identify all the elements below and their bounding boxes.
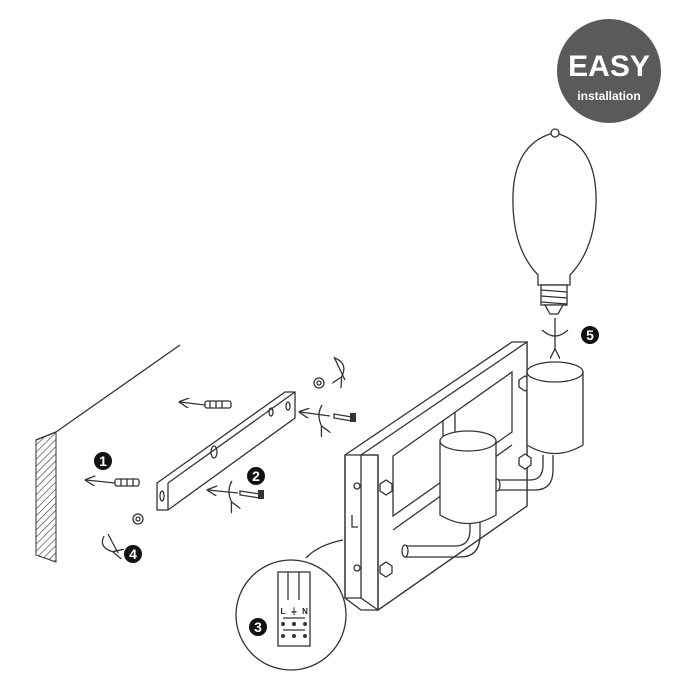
terminal-label-live: L — [281, 607, 286, 616]
step-2: 2 — [247, 467, 265, 485]
screw-bottom — [208, 480, 264, 503]
wall-dowel-bottom — [86, 479, 140, 487]
step-3-number: 3 — [254, 619, 262, 635]
mounting-bracket — [156, 391, 296, 511]
terminal-label-neutral: N — [302, 607, 308, 616]
step-3: 3 — [249, 618, 267, 636]
step-1-number: 1 — [99, 453, 107, 469]
badge-subtitle: installation — [577, 89, 640, 103]
step-2-number: 2 — [252, 468, 260, 484]
step-1: 1 — [94, 452, 112, 470]
terminal-label-earth: ⏚ — [290, 607, 298, 616]
wiring-detail: L ⏚ N — [235, 539, 347, 671]
wall-dowel-top — [180, 401, 232, 409]
nut-bottom — [101, 513, 144, 553]
nut-top — [313, 356, 346, 389]
badge-title: EASY — [568, 50, 650, 83]
screw-top — [300, 404, 356, 427]
step-5: 5 — [581, 326, 599, 344]
lamp-socket-back — [526, 361, 584, 455]
step-4-number: 4 — [129, 546, 137, 562]
wall-side-hatch — [35, 431, 57, 563]
step-5-number: 5 — [586, 327, 594, 343]
easy-installation-badge: EASY installation — [557, 19, 661, 123]
step-4: 4 — [124, 545, 142, 563]
lamp-base-plate — [344, 340, 528, 612]
light-bulb — [512, 128, 597, 350]
badge-circle — [557, 19, 661, 123]
lamp-socket-front — [439, 430, 497, 525]
wall — [35, 344, 181, 563]
